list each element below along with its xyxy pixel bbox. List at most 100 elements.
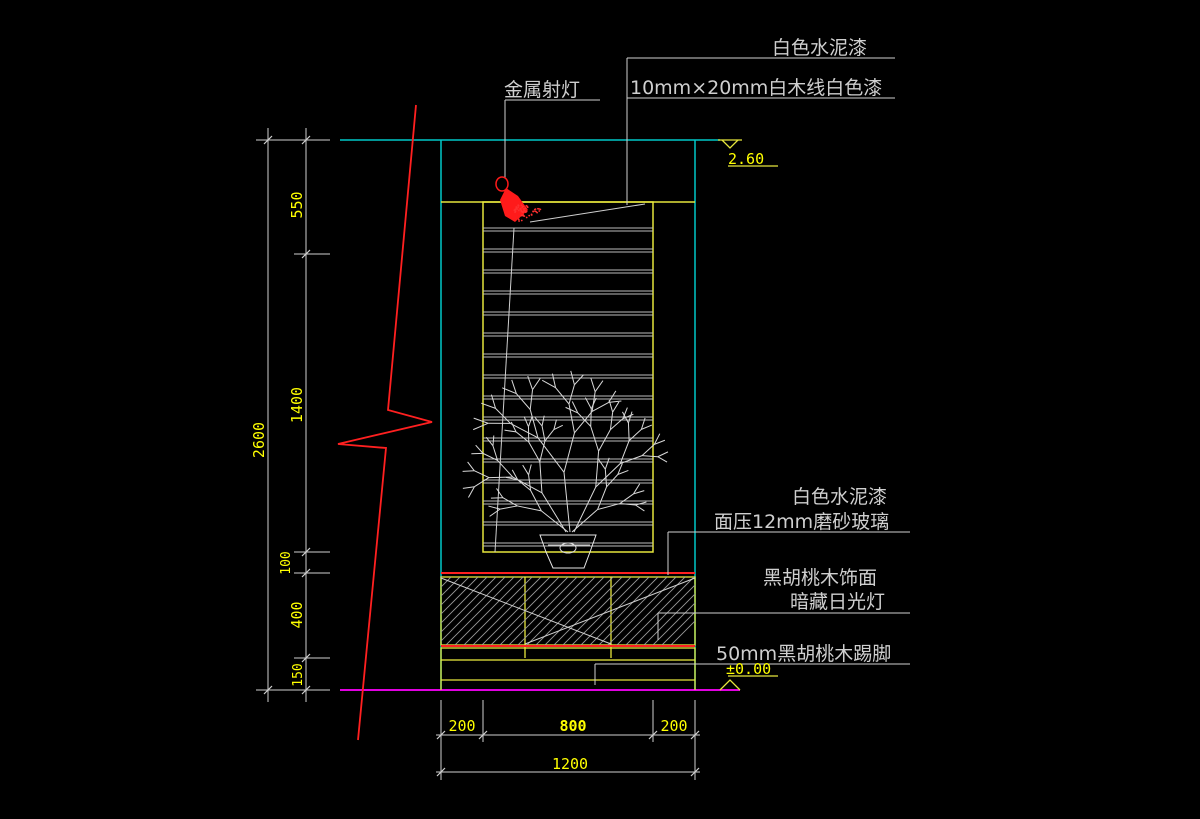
dimension-tick xyxy=(301,568,311,578)
light-spray-dot xyxy=(519,207,522,210)
dimension-tick xyxy=(301,547,311,557)
light-spray-dot xyxy=(521,211,524,214)
label-metal-spotlight: 金属射灯 xyxy=(504,79,580,101)
plant-branch xyxy=(594,380,604,393)
plant-branch xyxy=(541,492,567,533)
plant-branch xyxy=(609,412,614,430)
plant-branch xyxy=(527,375,534,390)
potted-plant xyxy=(462,370,669,569)
plant-branch xyxy=(510,421,517,433)
hatch-line xyxy=(441,577,497,633)
plant-branch xyxy=(574,411,593,434)
light-spray-dot xyxy=(520,204,523,207)
plant-branch xyxy=(619,440,630,464)
plant-branch xyxy=(481,402,496,409)
dimension-tick xyxy=(436,767,446,777)
plant-branch xyxy=(502,387,517,395)
light-spray-dot xyxy=(525,216,528,219)
plant-branch xyxy=(496,488,504,499)
plant-branch xyxy=(610,418,624,431)
plant-branch xyxy=(502,497,518,507)
plant-branch xyxy=(529,389,534,410)
hatch-line xyxy=(472,577,542,645)
light-spray-dot xyxy=(521,206,524,209)
plant-branch xyxy=(537,437,565,473)
plant-branch xyxy=(617,463,623,475)
cabinet xyxy=(320,572,696,690)
plant-branch xyxy=(657,451,669,458)
dimension-tick xyxy=(263,685,273,695)
hatch-line xyxy=(643,593,695,645)
plant-branch xyxy=(627,411,633,424)
light-spray-dot xyxy=(525,204,528,207)
light-spray-dot xyxy=(530,214,533,216)
plant-branch xyxy=(598,429,611,452)
hatch-line xyxy=(562,577,632,645)
light-spray-dot xyxy=(536,211,539,214)
hatch-line xyxy=(320,577,388,645)
plant-branch xyxy=(617,469,629,475)
plant-branch xyxy=(539,440,546,462)
light-spray-dot xyxy=(522,214,525,217)
plant-branch xyxy=(635,504,645,512)
vertical-dimension-lines xyxy=(256,128,330,702)
hatch-line xyxy=(441,577,470,606)
plant-branch xyxy=(633,490,645,495)
plant-branch xyxy=(620,455,643,464)
plant-branch xyxy=(641,444,655,456)
light-spray-dot xyxy=(523,207,526,210)
plant-branch xyxy=(517,479,531,491)
plant-branch xyxy=(495,408,511,424)
hatch-line xyxy=(661,611,695,645)
plant-branch xyxy=(539,461,543,493)
light-spray-dot xyxy=(517,209,520,212)
plant-branch xyxy=(654,439,666,445)
plant-branch xyxy=(475,444,484,454)
plant-branch xyxy=(528,464,532,475)
hatch-line xyxy=(571,577,641,645)
light-spray-dot xyxy=(520,214,523,217)
plant-branch xyxy=(522,464,529,476)
plant-branch xyxy=(563,472,571,533)
plant-branch xyxy=(621,411,629,424)
plant-branch xyxy=(467,486,475,498)
plant-branch xyxy=(553,424,563,431)
plant-branch xyxy=(515,431,530,443)
plant-branch xyxy=(568,384,575,405)
plant-branch xyxy=(541,379,556,389)
hatch-line xyxy=(347,577,415,645)
plant-branch xyxy=(523,416,529,427)
plant-branch xyxy=(528,441,541,462)
hatch-line xyxy=(634,584,695,645)
dimension-tick xyxy=(690,730,700,740)
plant-branch xyxy=(517,505,542,512)
light-spray-dot xyxy=(517,218,520,221)
plant-branch xyxy=(627,423,630,441)
hatch-line xyxy=(544,577,614,645)
plant-branch xyxy=(553,419,557,430)
label-walnut-baseboard: 50mm黑胡桃木踢脚 xyxy=(716,643,891,665)
plant-branch xyxy=(534,417,543,427)
plant-branch xyxy=(590,397,597,409)
plant-branch xyxy=(473,417,489,424)
plant-branch xyxy=(574,374,584,386)
plant-branch xyxy=(604,469,608,487)
dim-total-width: 1200 xyxy=(552,755,588,773)
hatch-line xyxy=(607,577,677,645)
light-spray-dot xyxy=(518,220,520,222)
dimension-tick xyxy=(648,730,658,740)
plant-branch xyxy=(515,393,531,410)
plant-branch xyxy=(511,469,519,481)
dim-seg-550: 550 xyxy=(288,191,306,218)
hatch-line xyxy=(441,577,479,615)
plant-branch xyxy=(619,503,636,506)
plant-branch xyxy=(590,377,596,392)
hatch-line xyxy=(454,577,524,645)
dim-seg-150: 150 xyxy=(291,663,306,686)
hatch-line xyxy=(589,577,659,645)
dimension-tick xyxy=(436,730,446,740)
plant-branch xyxy=(641,424,653,430)
plant-branch xyxy=(597,503,620,511)
light-spray-dot xyxy=(514,210,517,212)
hatch-line xyxy=(356,577,424,645)
